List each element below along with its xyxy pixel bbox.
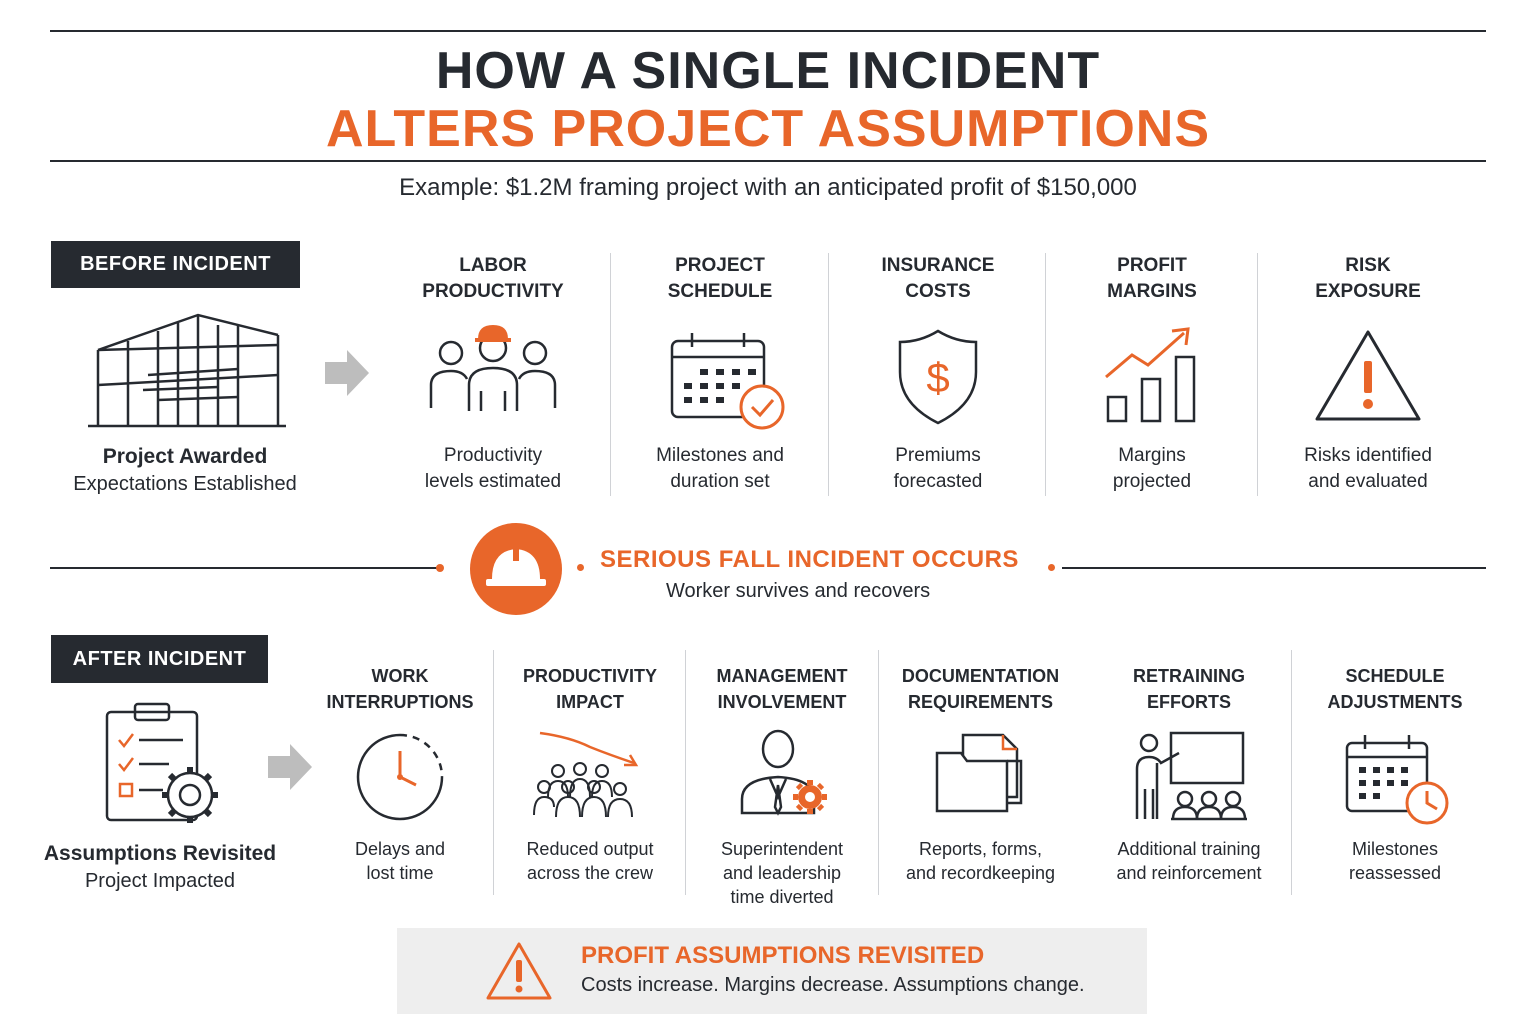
- page-title: HOW A SINGLE INCIDENT ALTERS PROJECT ASS…: [0, 42, 1536, 158]
- calendar-check-icon: [670, 333, 785, 430]
- training-board-icon: [1135, 731, 1247, 821]
- divider: [1291, 650, 1292, 895]
- before-item-desc: Margins projected: [1112, 445, 1192, 492]
- after-item-heading: WORK INTERRUPTIONS: [326, 666, 474, 712]
- callout-text: Costs increase. Margins decrease. Assump…: [581, 974, 1085, 996]
- after-item-schedule: SCHEDULE ADJUSTMENTS Milestones reassess…: [1300, 663, 1490, 903]
- bar-chart-up-icon: [1105, 327, 1196, 423]
- warning-triangle-icon: [1315, 330, 1421, 421]
- before-item-labor: LABOR PRODUCTIVITY Productivity levels e…: [393, 253, 593, 498]
- divider: [1257, 253, 1258, 496]
- line-dot: [1048, 564, 1055, 571]
- line-dot: [577, 564, 584, 571]
- after-item-heading: SCHEDULE ADJUSTMENTS: [1327, 666, 1463, 712]
- after-item-desc: Milestones reassessed: [1348, 839, 1442, 883]
- before-badge: BEFORE INCIDENT: [51, 241, 300, 288]
- after-arrow-icon: [268, 744, 312, 790]
- before-anchor-title: Project Awarded: [102, 445, 268, 468]
- divider: [878, 650, 879, 895]
- after-item-desc: Superintendent and leadership time diver…: [720, 839, 844, 907]
- after-item-heading: PRODUCTIVITY IMPACT: [522, 666, 657, 712]
- after-badge: AFTER INCIDENT: [51, 635, 268, 683]
- incident-line-right: [1062, 567, 1486, 569]
- before-item-risk: RISK EXPOSURE Risks identified and evalu…: [1268, 253, 1468, 498]
- after-item-heading: MANAGEMENT INVOLVEMENT: [716, 666, 848, 712]
- before-item-heading: PROJECT SCHEDULE: [667, 255, 773, 302]
- building-frame-icon: [88, 313, 286, 428]
- page-subtitle: Example: $1.2M framing project with an a…: [399, 174, 1137, 201]
- title-rule: [50, 160, 1486, 162]
- incident-title: SERIOUS FALL INCIDENT OCCURS: [600, 546, 1019, 573]
- top-rule: [50, 30, 1486, 32]
- line-dot: [436, 564, 444, 572]
- after-item-heading: RETRAINING EFFORTS: [1133, 666, 1245, 712]
- calendar-clock-icon: [1345, 735, 1449, 825]
- after-item-management: MANAGEMENT INVOLVEMENT Superintendent an…: [692, 663, 872, 913]
- before-item-desc: Productivity levels estimated: [424, 445, 562, 492]
- after-item-documentation: DOCUMENTATION REQUIREMENTS Reports, form…: [888, 663, 1073, 903]
- folder-document-icon: [935, 733, 1022, 813]
- incident-subtitle: Worker survives and recovers: [666, 580, 931, 602]
- divider: [828, 253, 829, 496]
- title-line-1: HOW A SINGLE INCIDENT: [435, 42, 1101, 100]
- hardhat-icon: [470, 523, 562, 615]
- divider: [685, 650, 686, 895]
- profit-callout: PROFIT ASSUMPTIONS REVISITED Costs incre…: [397, 928, 1147, 1014]
- after-item-interruptions: WORK INTERRUPTIONS Delays and lost time: [315, 663, 485, 903]
- after-item-desc: Reports, forms, and recordkeeping: [905, 839, 1056, 883]
- clipboard-gear-icon: [105, 702, 218, 823]
- before-arrow-icon: [325, 350, 369, 396]
- crew-down-trend-icon: [533, 731, 639, 818]
- after-anchor-sub: Project Impacted: [84, 870, 236, 892]
- clock-icon: [356, 733, 444, 821]
- after-item-heading: DOCUMENTATION REQUIREMENTS: [901, 666, 1060, 712]
- before-item-heading: LABOR PRODUCTIVITY: [422, 255, 564, 302]
- divider: [493, 650, 494, 895]
- divider: [1045, 253, 1046, 496]
- before-item-desc: Risks identified and evaluated: [1304, 445, 1432, 492]
- workers-hardhat-icon: [429, 325, 557, 411]
- warning-triangle-icon: [486, 942, 552, 1000]
- before-item-heading: PROFIT MARGINS: [1107, 255, 1197, 302]
- svg-text:$: $: [926, 354, 949, 401]
- before-item-schedule: PROJECT SCHEDULE Milestones and duration…: [620, 253, 820, 498]
- after-item-desc: Delays and lost time: [354, 839, 446, 883]
- title-line-2: ALTERS PROJECT ASSUMPTIONS: [325, 100, 1211, 158]
- after-anchor: Assumptions Revisited Project Impacted: [20, 842, 300, 893]
- callout-title: PROFIT ASSUMPTIONS REVISITED: [581, 942, 985, 969]
- before-item-heading: RISK EXPOSURE: [1315, 255, 1421, 302]
- before-item-insurance: INSURANCE COSTS $ Premiums forecasted: [838, 253, 1038, 498]
- shield-dollar-icon: $: [898, 329, 978, 425]
- manager-gear-icon: [740, 729, 827, 816]
- after-item-desc: Reduced output across the crew: [526, 839, 654, 883]
- before-anchor: Project Awarded Expectations Established: [40, 445, 330, 496]
- after-item-productivity: PRODUCTIVITY IMPACT Reduced output acros…: [500, 663, 680, 903]
- after-item-desc: Additional training and reinforcement: [1116, 839, 1262, 883]
- after-item-retraining: RETRAINING EFFORTS Additional training a…: [1094, 663, 1284, 903]
- incident-line-left: [50, 567, 440, 569]
- before-item-profit: PROFIT MARGINS Margins projected: [1052, 253, 1252, 498]
- before-item-desc: Premiums forecasted: [893, 445, 983, 492]
- divider: [610, 253, 611, 496]
- before-anchor-sub: Expectations Established: [73, 473, 297, 495]
- before-item-desc: Milestones and duration set: [656, 445, 784, 492]
- after-anchor-title: Assumptions Revisited: [43, 842, 277, 865]
- before-item-heading: INSURANCE COSTS: [881, 255, 995, 302]
